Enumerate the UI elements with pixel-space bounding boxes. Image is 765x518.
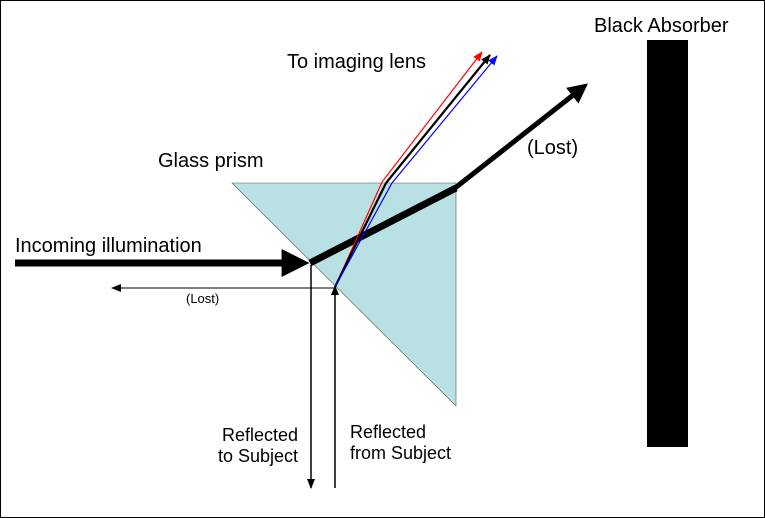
lost-small-label: (Lost) (186, 291, 220, 306)
incoming-illumination-label: Incoming illumination (15, 235, 202, 257)
black-ray-to-lens (334, 54, 491, 288)
reflected-from-subject-label: Reflected from Subject (350, 422, 452, 463)
lost-top-label: (Lost) (527, 137, 579, 159)
transmitted-ray-inside-prism (308, 184, 458, 267)
glass-prism-shape (231, 182, 457, 407)
black-absorber-bar (647, 40, 688, 447)
red-ray-to-lens (334, 51, 483, 288)
to-imaging-lens-label: To imaging lens (287, 51, 426, 73)
lost-ray-to-absorber (453, 83, 589, 190)
glass-prism-label: Glass prism (158, 150, 264, 172)
black-absorber-label: Black Absorber (594, 15, 729, 37)
reflected-to-subject-label: Reflected to Subject (217, 425, 298, 466)
blue-ray-to-lens (334, 55, 498, 288)
